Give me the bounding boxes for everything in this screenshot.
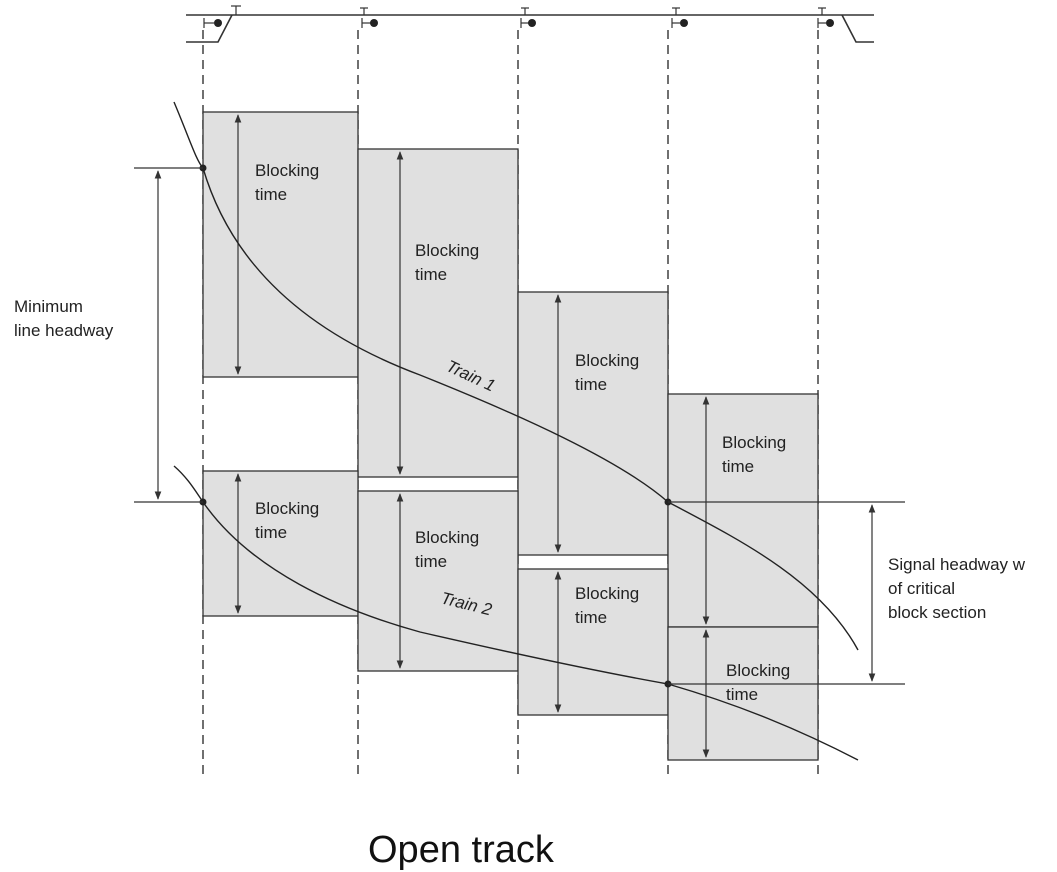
- block-label: Blocking: [575, 351, 639, 370]
- signal-headway-dimension: [668, 501, 905, 685]
- block-label: time: [255, 185, 287, 204]
- caption: Open track: [368, 829, 555, 871]
- track-line: [186, 14, 874, 43]
- block-label: Blocking: [722, 433, 786, 452]
- signal-icon: [360, 7, 378, 28]
- min-headway-label: Minimum: [14, 297, 83, 316]
- block-label: time: [255, 523, 287, 542]
- block-label: time: [722, 457, 754, 476]
- signal-icon: [520, 7, 536, 28]
- block-label: Blocking: [415, 528, 479, 547]
- min-headway-label: line headway: [14, 321, 114, 340]
- min-headway-dimension: [134, 167, 203, 503]
- block-label: time: [575, 375, 607, 394]
- block-label: time: [575, 608, 607, 627]
- block-label: time: [415, 265, 447, 284]
- block-label: time: [726, 685, 758, 704]
- train2-blocks: [202, 470, 819, 761]
- signal-headway-label: of critical: [888, 579, 955, 598]
- block-label: Blocking: [415, 241, 479, 260]
- block-label: time: [415, 552, 447, 571]
- block-label: Blocking: [255, 499, 319, 518]
- block-label: Blocking: [726, 661, 790, 680]
- train1-blocks: [202, 111, 819, 628]
- block-label: Blocking: [575, 584, 639, 603]
- signal-headway-label: block section: [888, 603, 986, 622]
- signal-icon: [817, 7, 834, 28]
- block-label: Blocking: [255, 161, 319, 180]
- signal-icon: [203, 5, 241, 28]
- signal-headway-label: Signal headway w: [888, 555, 1026, 574]
- signal-icon: [671, 7, 688, 28]
- block-arrows: [234, 114, 710, 758]
